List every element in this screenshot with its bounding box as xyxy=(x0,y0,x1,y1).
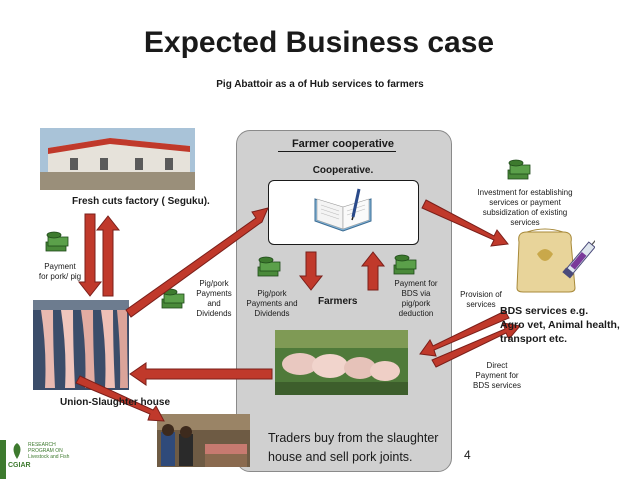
ledger-book-icon xyxy=(314,188,372,232)
feed-sack-syringe-icon xyxy=(516,228,595,293)
traders-photo xyxy=(157,414,250,467)
page-title: Expected Business case xyxy=(143,26,495,59)
cooperative-heading-underline xyxy=(278,151,396,152)
page-subtitle: Pig Abattoir as a of Hub services to far… xyxy=(216,79,424,90)
slaughter-house-label: Union-Slaughter house xyxy=(60,397,170,408)
farmers-label: Farmers xyxy=(318,296,358,307)
logo-brand: CGIAR xyxy=(8,462,31,469)
money-stack-icon xyxy=(45,231,69,252)
direct-payment-label: Direct Payment for BDS services xyxy=(472,361,521,390)
provision-label: Provision of services xyxy=(460,290,502,309)
payment-pork-label: Payment for pork/ pig xyxy=(38,262,82,281)
bds-payment-label: Payment for BDS via pig/pork deduction xyxy=(394,279,438,318)
cgiar-leaf-icon xyxy=(13,443,21,459)
money-stack-icon xyxy=(393,254,417,275)
cooperative-ledger-box xyxy=(268,180,419,245)
cooperative-subheading: Cooperative. xyxy=(312,165,374,176)
traders-label: Traders buy from the slaughter house and… xyxy=(268,431,439,464)
logo-side-bar xyxy=(0,440,6,479)
money-stack-icon xyxy=(161,288,185,309)
factory-photo xyxy=(40,128,195,190)
arrow-factory-to-slaughter xyxy=(77,213,103,297)
pig-payments-left-label: Pig/pork Payments and Dividends xyxy=(196,279,232,318)
factory-label: Fresh cuts factory ( Seguku). xyxy=(72,196,210,207)
bds-services-label: BDS services e.g. Agro vet, Animal healt… xyxy=(500,305,620,345)
investment-label: Investment for establishing services or … xyxy=(477,188,573,227)
cooperative-heading: Farmer cooperative xyxy=(291,138,395,150)
logo-text: RESEARCH PROGRAM ON Livestock and Fish xyxy=(28,442,70,460)
arrow-slaughter-to-factory xyxy=(95,215,121,297)
pig-payments-dividends-label: Pig/pork Payments and Dividends xyxy=(246,289,298,318)
money-stack-icon xyxy=(507,159,531,180)
page-number: 4 xyxy=(464,448,471,462)
slaughter-house-photo xyxy=(33,300,129,390)
money-stack-icon xyxy=(257,256,281,277)
pigs-photo xyxy=(275,330,408,395)
